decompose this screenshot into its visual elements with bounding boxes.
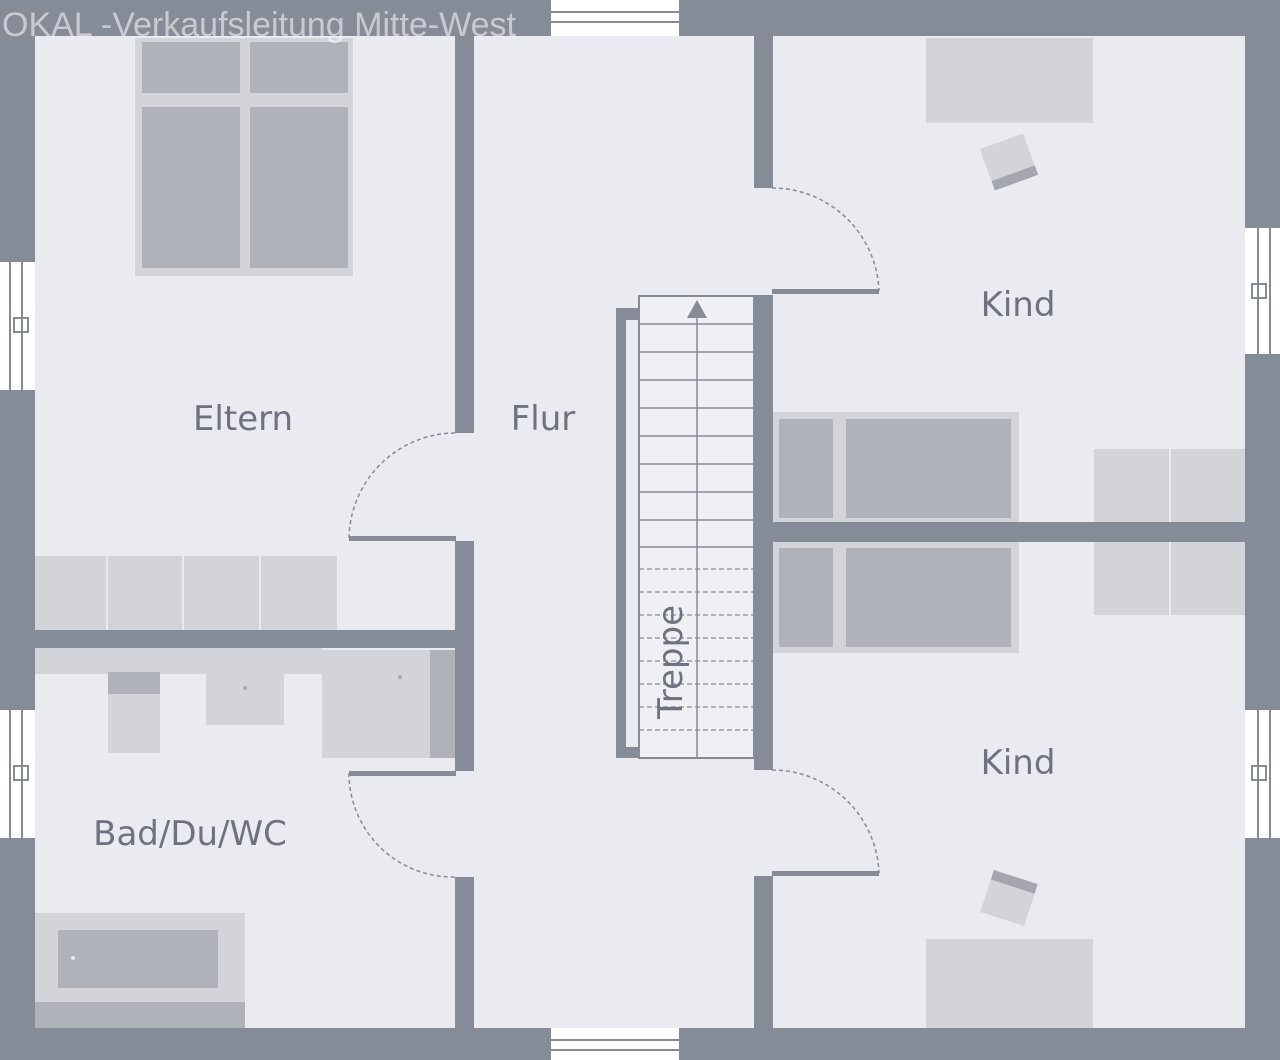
- toilet-bowl: [108, 694, 160, 753]
- partition-wall-kind: [773, 522, 1245, 542]
- toilet: [108, 672, 160, 694]
- window-right-upper: [1245, 228, 1280, 354]
- room-label-kind-bottom: Kind: [981, 743, 1056, 783]
- door-kind-top: [771, 187, 880, 294]
- furniture-kind-top: [773, 38, 1093, 522]
- room-label-kind-top: Kind: [981, 285, 1056, 325]
- door-bad: [348, 771, 457, 878]
- chair-top: [979, 133, 1039, 191]
- window-bottom: [551, 1028, 679, 1060]
- shower: [322, 650, 455, 758]
- desk-bottom: [926, 939, 1093, 1028]
- bathtub: [35, 913, 245, 1028]
- room-label-bad: Bad/Du/WC: [93, 814, 287, 854]
- staircase: [616, 295, 755, 759]
- window-right-lower: [1245, 710, 1280, 838]
- floor-door-gap-kind-bottom: [752, 770, 774, 876]
- furniture-kind-bottom: [773, 542, 1093, 1028]
- room-label-eltern: Eltern: [193, 399, 293, 439]
- vanity-counter: [35, 648, 322, 674]
- arrow-up-icon: [687, 300, 707, 318]
- chair-bottom: [980, 869, 1038, 927]
- bed-kind-top: [773, 412, 1019, 522]
- washbasin: [206, 672, 284, 725]
- door-kind-bottom: [771, 769, 880, 876]
- doors: [348, 187, 880, 878]
- bed-kind-bottom: [773, 542, 1019, 653]
- stair-label: Treppe: [651, 605, 691, 720]
- furniture-eltern: [35, 38, 353, 630]
- door-eltern: [348, 432, 457, 541]
- desk-top: [926, 38, 1093, 123]
- furniture-bad: [35, 648, 455, 1028]
- window-left-upper: [0, 262, 35, 390]
- floor-door-gap-kind-top: [752, 188, 774, 295]
- watermark-text: OKAL -Verkaufsleitung Mitte-West: [2, 6, 517, 44]
- window-top: [551, 0, 679, 36]
- window-left-lower: [0, 710, 35, 838]
- room-label-flur: Flur: [511, 399, 576, 439]
- wardrobe: [35, 556, 337, 630]
- floor-door-gap-bad: [454, 771, 476, 877]
- floor-door-gap-eltern: [454, 433, 476, 541]
- double-bed: [135, 38, 353, 276]
